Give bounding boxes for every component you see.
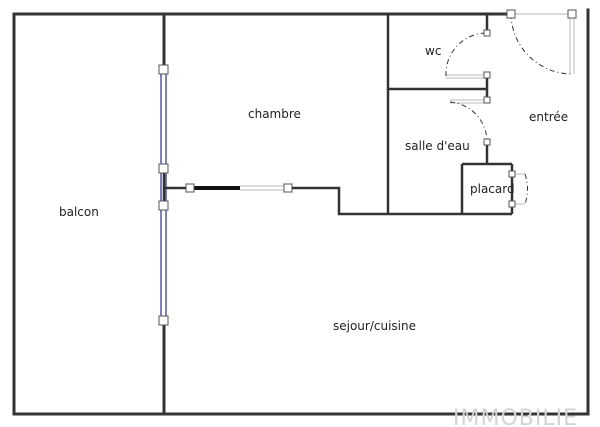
watermark-text: IMMOBILIE xyxy=(453,406,578,427)
label-wc: wc xyxy=(425,44,441,58)
entrance-hinge-left xyxy=(506,9,516,19)
wc-door-swing xyxy=(445,32,488,77)
service-block xyxy=(388,14,528,216)
label-balcon: balcon xyxy=(59,205,99,219)
label-salle-deau: salle d'eau xyxy=(405,139,470,153)
door-handle-left xyxy=(185,183,195,193)
entrance-hinge-right xyxy=(567,9,577,19)
label-sejour-cuisine: sejour/cuisine xyxy=(333,319,416,333)
bath-door-hinge-top xyxy=(483,96,491,104)
closet-door-swing xyxy=(524,173,528,205)
bath-door-swing xyxy=(449,101,488,143)
label-chambre: chambre xyxy=(248,107,301,121)
entrance-door-swing xyxy=(510,13,573,75)
outer-walls xyxy=(12,12,590,416)
closet-hinge-top xyxy=(508,170,516,178)
window-handle-4 xyxy=(158,315,169,326)
door-handle-right xyxy=(283,183,293,193)
bedroom-partition xyxy=(164,14,390,216)
label-placard: placard xyxy=(470,182,515,196)
entrance-door xyxy=(506,8,590,75)
closet-hinge-bottom xyxy=(508,200,516,208)
window-handle-2 xyxy=(158,163,169,174)
bath-door-hinge-bottom xyxy=(483,138,491,146)
label-entree: entrée xyxy=(529,110,568,124)
balcony-divider xyxy=(158,12,169,416)
window-handle-1 xyxy=(158,64,169,75)
window-handle-3 xyxy=(158,200,169,211)
partition-wall xyxy=(292,186,388,216)
wc-door-hinge-bottom xyxy=(483,71,491,79)
wc-door-hinge-top xyxy=(483,29,491,37)
